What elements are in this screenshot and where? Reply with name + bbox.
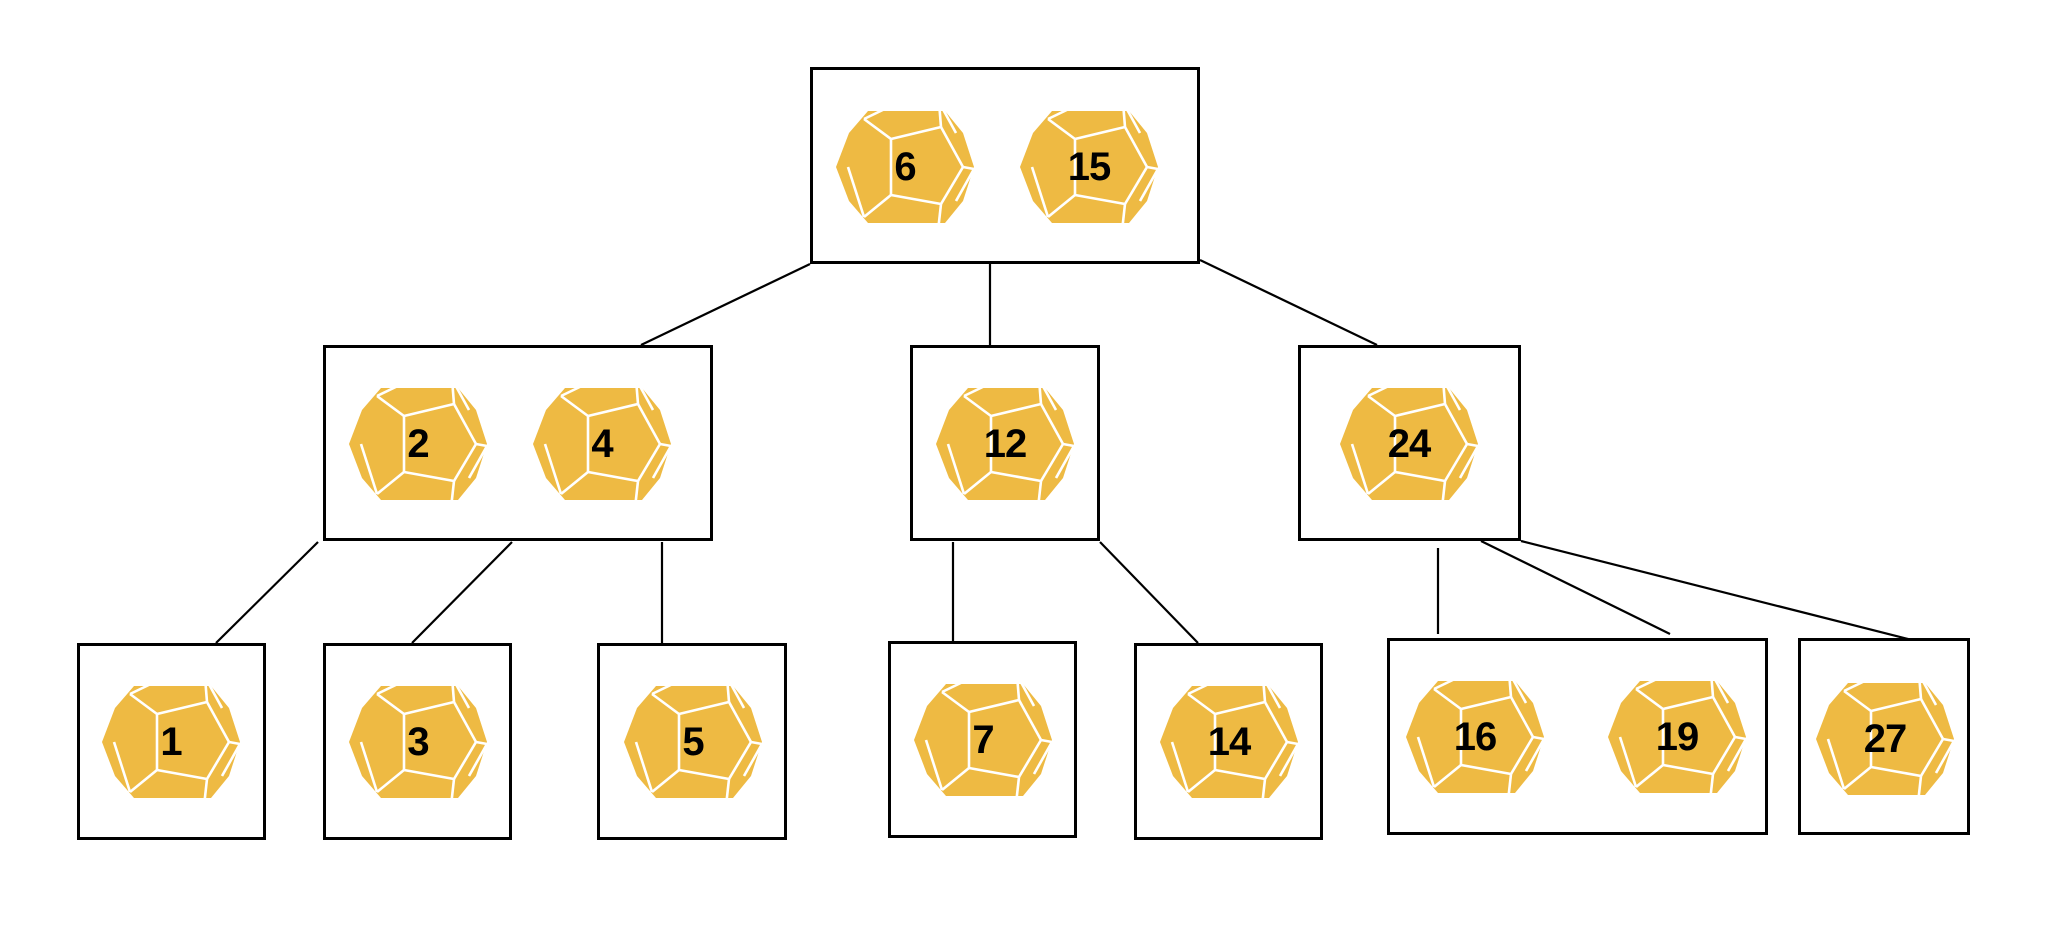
key-die: 7: [914, 674, 1054, 806]
edge-level1-right-to-leaf-16-19: [1480, 540, 1671, 635]
edge-level1-right-to-leaf-27: [1520, 539, 1913, 642]
key-label: 6: [894, 145, 916, 189]
key-label: 19: [1655, 715, 1700, 759]
key-label: 16: [1453, 715, 1498, 759]
key-die: 6: [836, 101, 976, 233]
edge-root-to-level1-right: [1199, 259, 1378, 346]
dodecahedron-die-icon: [914, 674, 1054, 806]
dodecahedron-die-icon: [102, 676, 242, 808]
key-label: 12: [983, 422, 1028, 466]
edge-level1-left-to-leaf-1: [215, 541, 319, 644]
key-die: 5: [624, 676, 764, 808]
key-die: 1: [102, 676, 242, 808]
key-die: 15: [1020, 101, 1160, 233]
key-label: 1: [160, 720, 182, 764]
key-die: 19: [1608, 671, 1748, 803]
key-label: 15: [1067, 145, 1112, 189]
dodecahedron-die-icon: [1340, 378, 1480, 510]
dodecahedron-die-icon: [349, 378, 489, 510]
edge-level1-middle-to-leaf-14: [1099, 541, 1199, 644]
key-die: 27: [1816, 673, 1956, 805]
key-label: 24: [1387, 422, 1432, 466]
dodecahedron-die-icon: [936, 378, 1076, 510]
key-label: 5: [682, 720, 704, 764]
key-die: 4: [533, 378, 673, 510]
key-label: 2: [407, 422, 429, 466]
key-die: 2: [349, 378, 489, 510]
key-label: 7: [972, 718, 994, 762]
key-die: 14: [1160, 676, 1300, 808]
key-label: 14: [1207, 720, 1252, 764]
key-label: 4: [591, 422, 613, 466]
dodecahedron-die-icon: [836, 101, 976, 233]
dodecahedron-die-icon: [1160, 676, 1300, 808]
dodecahedron-die-icon: [533, 378, 673, 510]
dodecahedron-die-icon: [1816, 673, 1956, 805]
edge-level1-left-to-leaf-3: [411, 541, 513, 644]
dodecahedron-die-icon: [349, 676, 489, 808]
key-die: 16: [1406, 671, 1546, 803]
key-die: 3: [349, 676, 489, 808]
dodecahedron-die-icon: [1020, 101, 1160, 233]
edge-root-to-level1-left: [640, 263, 811, 346]
key-die: 12: [936, 378, 1076, 510]
key-die: 24: [1340, 378, 1480, 510]
dodecahedron-die-icon: [624, 676, 764, 808]
key-label: 27: [1863, 717, 1908, 761]
dodecahedron-die-icon: [1608, 671, 1748, 803]
key-label: 3: [407, 720, 429, 764]
dodecahedron-die-icon: [1406, 671, 1546, 803]
